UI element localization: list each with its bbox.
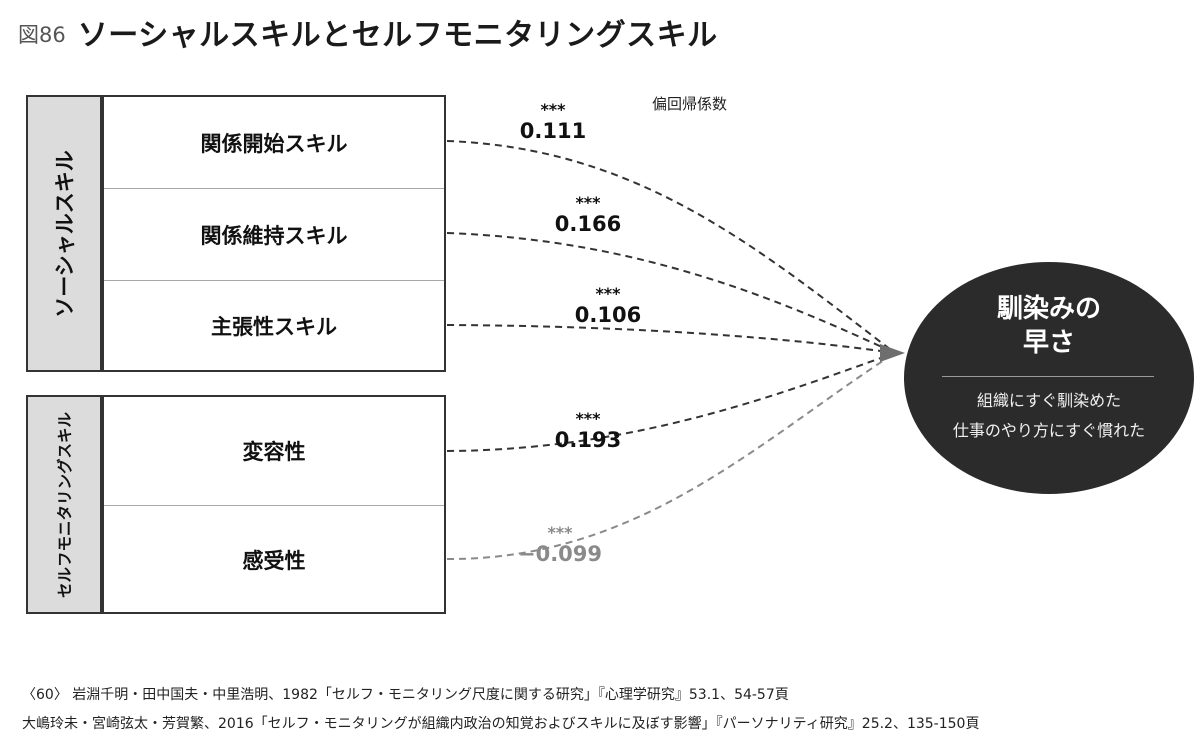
coefficient-value: 0.111 xyxy=(519,119,587,143)
group-label-social-skill: ソーシャルスキル xyxy=(26,95,102,372)
outcome-desc-line1: 組織にすぐ馴染めた xyxy=(976,391,1122,410)
coefficient-value: 0.193 xyxy=(554,428,622,452)
coefficient-value: −0.099 xyxy=(517,542,603,566)
significance-marker: *** xyxy=(575,193,601,212)
coef-relationship-maintenance: *** 0.166 xyxy=(543,194,633,237)
outcome-divider xyxy=(942,376,1154,377)
coef-adaptability: *** 0.193 xyxy=(543,410,633,453)
references: 〈60〉 岩淵千明・田中国夫・中里浩明、1982「セルフ・モニタリング尺度に関す… xyxy=(22,681,979,739)
figure-title: 図86 ソーシャルスキルとセルフモニタリングスキル xyxy=(18,10,718,54)
outcome-title-line1: 馴染みの xyxy=(996,294,1101,324)
figure-number: 図86 xyxy=(18,23,66,47)
path-arrow-assertiveness xyxy=(446,324,896,354)
path-arrow-relationship-initiation xyxy=(446,140,896,354)
significance-marker: *** xyxy=(540,100,566,119)
coef-assertiveness: *** 0.106 xyxy=(563,285,653,328)
significance-marker: *** xyxy=(575,409,601,428)
significance-marker: *** xyxy=(547,523,573,542)
item-sensitivity: 感受性 xyxy=(104,505,444,613)
coef-sensitivity: *** −0.099 xyxy=(505,524,615,567)
figure-main-title: ソーシャルスキルとセルフモニタリングスキル xyxy=(77,18,718,53)
outcome-description: 組織にすぐ馴染めた 仕事のやり方にすぐ慣れた xyxy=(904,386,1194,446)
item-relationship-maintenance: 関係維持スキル xyxy=(104,188,444,281)
item-adaptability: 変容性 xyxy=(242,440,306,464)
group-box-self-monitoring: 変容性 感受性 xyxy=(102,395,446,614)
significance-marker: *** xyxy=(595,284,621,303)
arrow-head xyxy=(880,344,905,362)
legend-label-coefficient: 偏回帰係数 xyxy=(652,95,728,113)
outcome-circle: 馴染みの 早さ 組織にすぐ馴染めた 仕事のやり方にすぐ慣れた xyxy=(904,262,1194,494)
reference-2: 大嶋玲未・宮崎弦太・芳賀繁、2016「セルフ・モニタリングが組織内政治の知覚およ… xyxy=(22,716,980,732)
item-assertiveness: 主張性スキル xyxy=(104,280,444,371)
outcome-title: 馴染みの 早さ xyxy=(904,292,1194,360)
group-box-social-skill: 関係開始スキル 関係維持スキル 主張性スキル xyxy=(102,95,446,372)
group-label-self-monitoring: セルフモニタリングスキル xyxy=(26,395,102,614)
outcome-desc-line2: 仕事のやり方にすぐ慣れた xyxy=(952,421,1146,440)
path-arrow-adaptability xyxy=(446,352,896,452)
coefficient-value: 0.106 xyxy=(574,303,642,327)
reference-1: 〈60〉 岩淵千明・田中国夫・中里浩明、1982「セルフ・モニタリング尺度に関す… xyxy=(22,687,789,703)
path-arrow-relationship-maintenance xyxy=(446,232,896,354)
path-arrow-sensitivity xyxy=(446,352,896,561)
outcome-title-line2: 早さ xyxy=(1022,328,1075,358)
coef-relationship-initiation: *** 0.111 xyxy=(508,101,598,144)
coefficient-value: 0.166 xyxy=(554,212,622,236)
item-relationship-initiation: 関係開始スキル xyxy=(200,131,348,156)
